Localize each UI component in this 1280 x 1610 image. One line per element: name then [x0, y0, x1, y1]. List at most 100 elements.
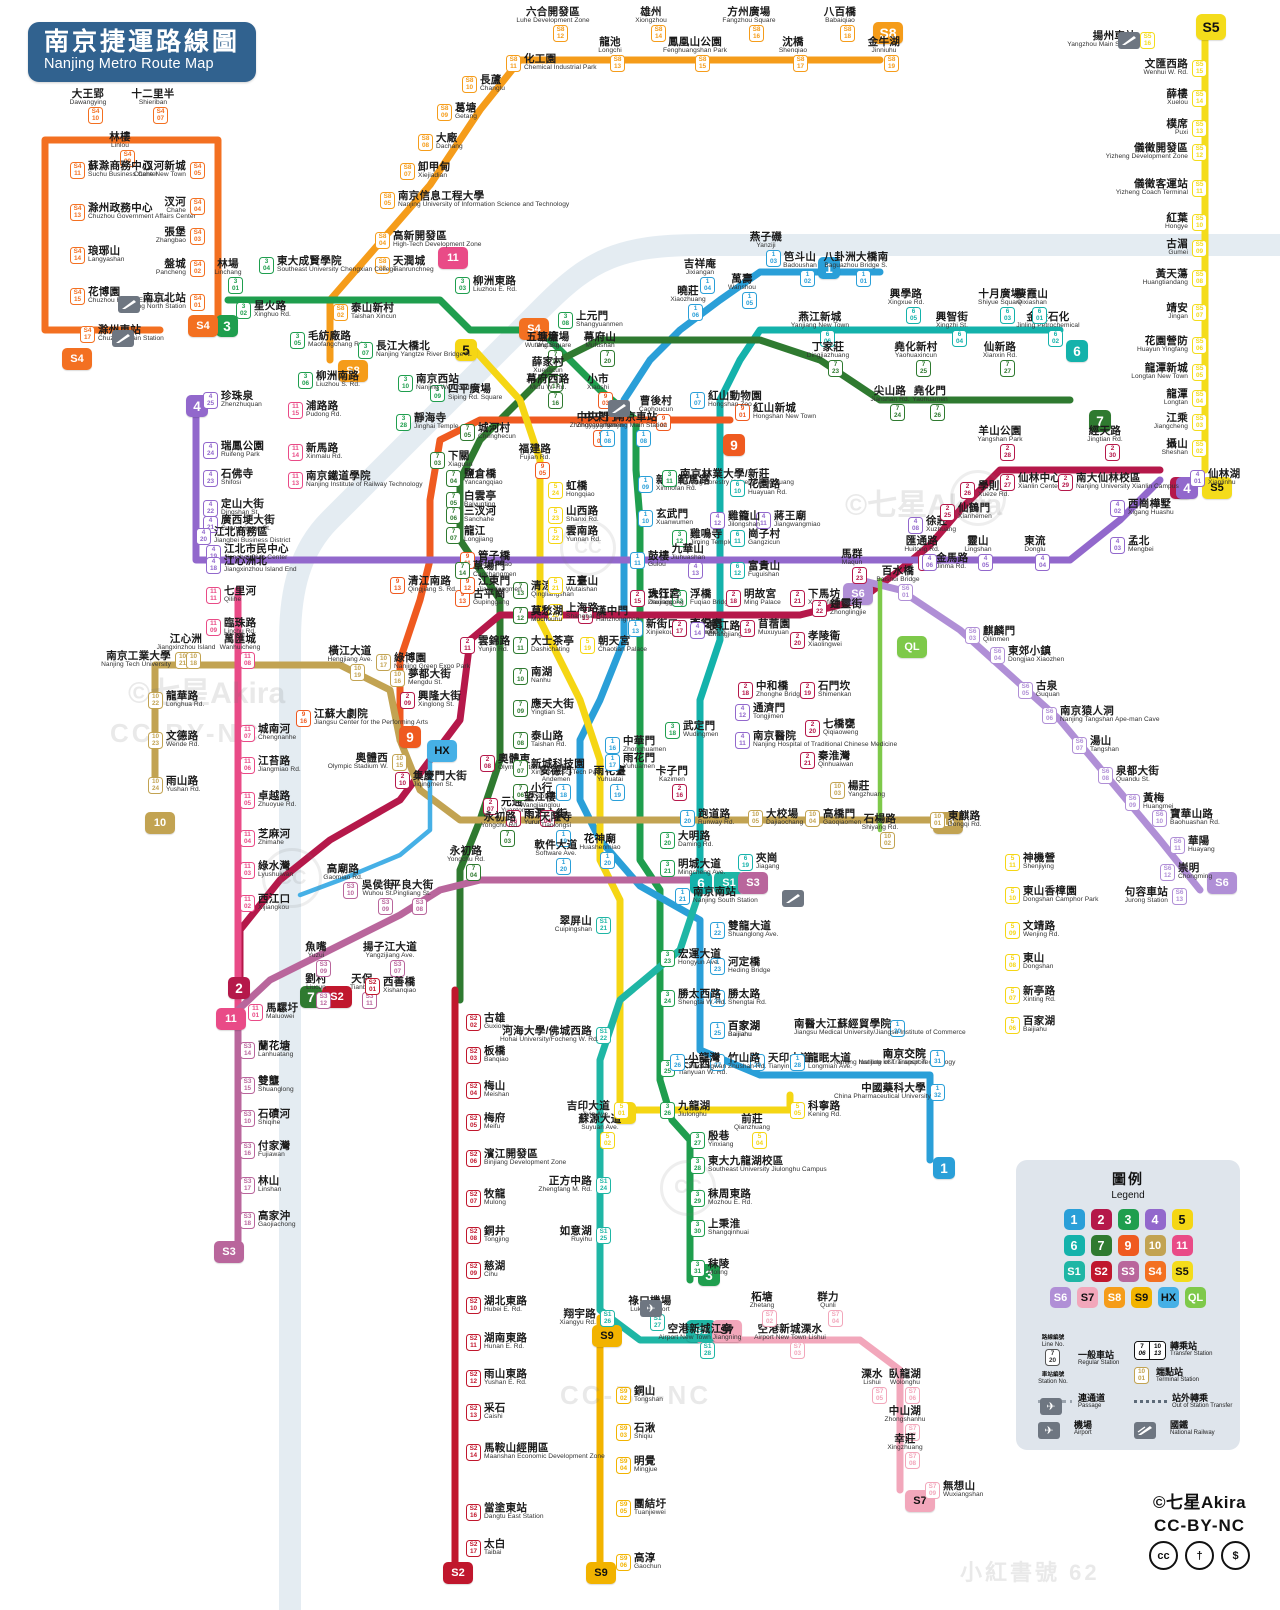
- legend-chip-s8[interactable]: S8: [1104, 1287, 1125, 1308]
- line-tag-1[interactable]: 1: [818, 257, 840, 279]
- line-tag-hx[interactable]: HX: [427, 740, 457, 762]
- line-tag-s2[interactable]: S2: [443, 1562, 473, 1584]
- line-tag-4[interactable]: 4: [186, 395, 208, 417]
- line-tag-s9[interactable]: S9: [592, 1325, 622, 1347]
- line-tag-6[interactable]: 6: [690, 872, 712, 894]
- legend-chip-hx[interactable]: HX: [1158, 1287, 1179, 1308]
- legend-chip-6[interactable]: 6: [1063, 1235, 1085, 1256]
- line-tag-s4[interactable]: S4: [519, 318, 549, 340]
- legend-chip-5[interactable]: 5: [1171, 1209, 1193, 1230]
- legend-chip-2[interactable]: 2: [1090, 1209, 1112, 1230]
- line-tag-s8[interactable]: S8: [338, 360, 368, 382]
